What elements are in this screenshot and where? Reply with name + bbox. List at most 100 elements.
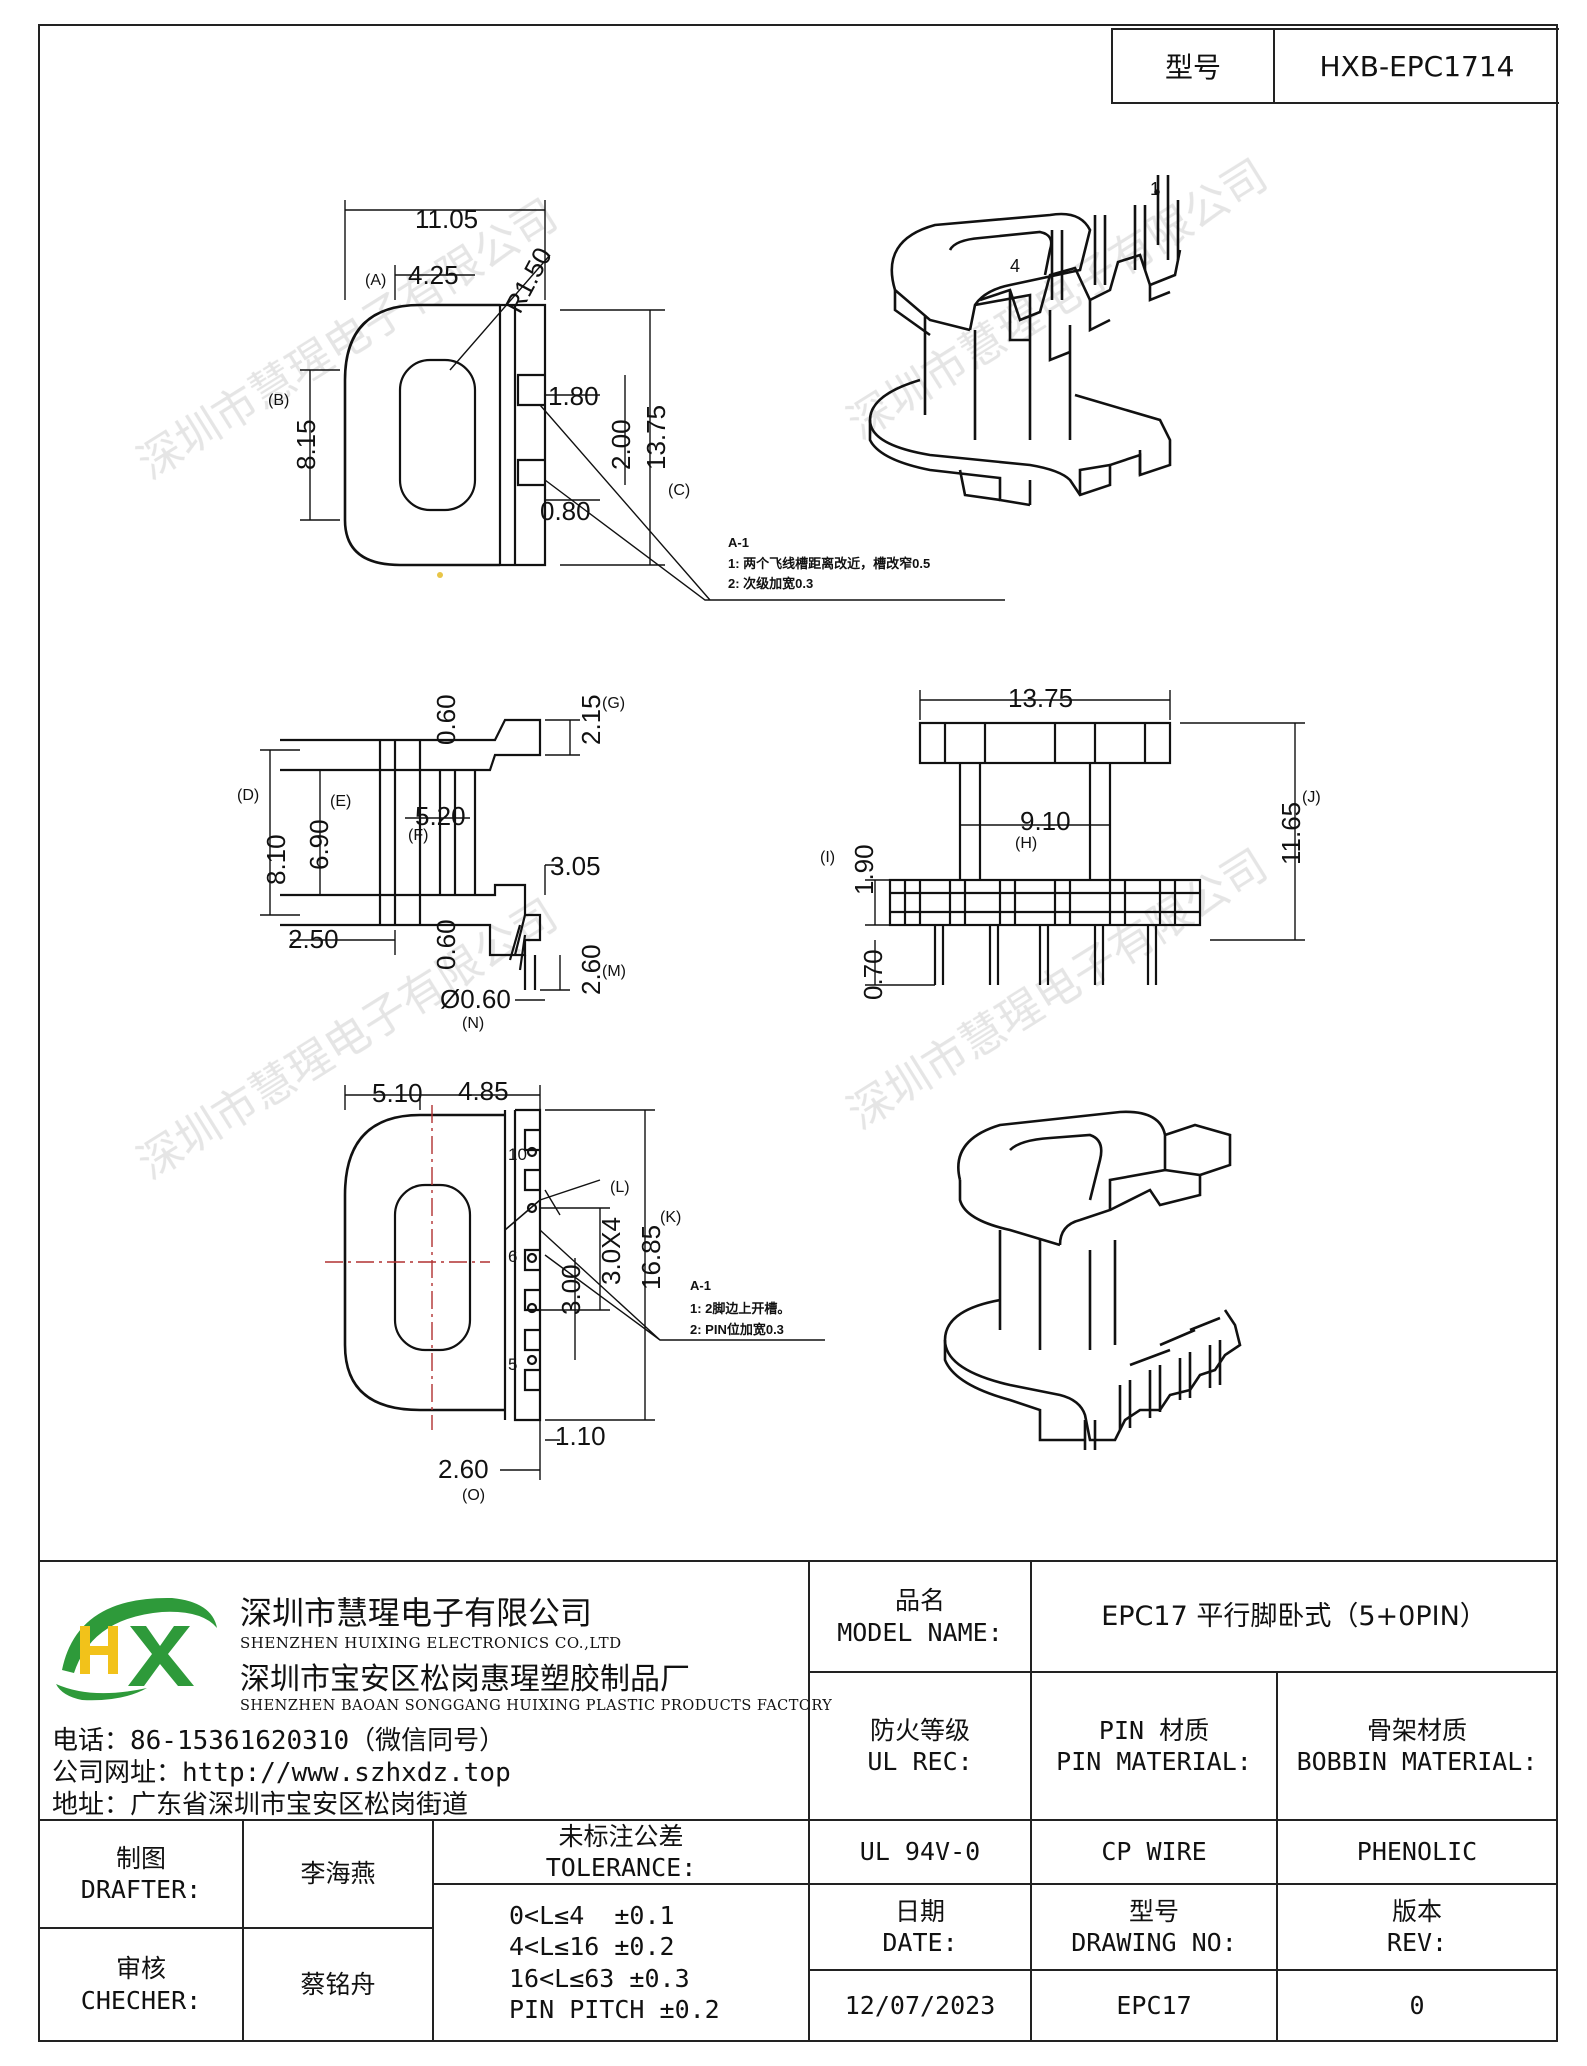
dim-13-75-front: 13.75	[1008, 683, 1073, 713]
dim-2-60-bottom: 2.60	[438, 1454, 489, 1484]
dim-6-90: 6.90	[304, 819, 334, 870]
dim-0-70: 0.70	[858, 949, 888, 1000]
dim-2-50: 2.50	[288, 924, 339, 954]
dim-13-75-top: 13.75	[641, 405, 671, 470]
tolerance-values: 0<L≤4 ±0.1 4<L≤16 ±0.2 16<L≤63 ±0.3 PIN …	[432, 1883, 810, 2042]
watermark-group: 深圳市慧瑆电子有限公司 深圳市慧瑆电子有限公司 深圳市慧瑆电子有限公司 深圳市慧…	[129, 150, 1275, 1188]
company-website: 公司网址：http://www.szhxdz.top	[52, 1758, 511, 1788]
model-name-value: EPC17 平行脚卧式（5+0PIN）	[1030, 1560, 1558, 1673]
bobbin-material-label-cn: 骨架材质	[1366, 1715, 1467, 1745]
dim-1-80: 1.80	[548, 381, 599, 411]
factory-name-cn: 深圳市宝安区松岗惠瑆塑胶制品厂	[240, 1662, 690, 1697]
date-value: 12/07/2023	[808, 1969, 1032, 2042]
company-phone: 电话：86-15361620310（微信同号）	[52, 1726, 506, 1756]
pin-material-label: PIN 材质 PIN MATERIAL:	[1030, 1671, 1278, 1821]
ref-o: (O)	[462, 1487, 485, 1504]
pin-label-10: 10	[508, 1145, 527, 1164]
ref-e: (E)	[330, 793, 351, 810]
note2-line2: 2: PIN位加宽0.3	[690, 1322, 784, 1337]
ref-j: (J)	[1302, 789, 1321, 806]
note1-line1: 1: 两个飞线槽距离改近，槽改窄0.5	[728, 556, 930, 571]
model-name-label-en: MODEL NAME:	[837, 1617, 1003, 1647]
factory-name-en: SHENZHEN BAOAN SONGGANG HUIXING PLASTIC …	[240, 1698, 833, 1714]
dim-11-65: 11.65	[1276, 802, 1306, 865]
note1-title: A-1	[728, 535, 749, 550]
top-view	[300, 200, 1005, 601]
ref-l: (L)	[610, 1179, 630, 1196]
date-label-cn: 日期	[894, 1896, 945, 1926]
tolerance-line-2: 4<L≤16 ±0.2	[509, 1932, 675, 1962]
rev-label: 版本 REV:	[1276, 1883, 1558, 1971]
technical-drawing: 深圳市慧瑆电子有限公司 深圳市慧瑆电子有限公司 深圳市慧瑆电子有限公司 深圳市慧…	[129, 150, 1321, 1504]
dim-3-0x4: 3.0X4	[596, 1217, 626, 1285]
ref-n: (N)	[462, 1015, 484, 1032]
date-label: 日期 DATE:	[808, 1883, 1032, 1971]
checker-label-cn: 审核	[115, 1954, 166, 1984]
watermark-text: 深圳市慧瑆电子有限公司	[129, 890, 565, 1188]
note2-line1: 1: 2脚边上开槽。	[690, 1301, 790, 1316]
bobbin-material-value: PHENOLIC	[1276, 1819, 1558, 1885]
ref-f: (F)	[408, 827, 428, 844]
dim-3-00: 3.00	[556, 1264, 586, 1315]
note2-title: A-1	[690, 1278, 711, 1293]
dim-8-10: 8.10	[261, 834, 291, 885]
dim-3-05: 3.05	[550, 851, 601, 881]
tolerance-label-en: TOLERANCE:	[545, 1853, 697, 1882]
pin-label-5: 5	[508, 1355, 517, 1374]
drawing-no-label-en: DRAWING NO:	[1071, 1928, 1237, 1957]
dim-4-25: 4.25	[408, 260, 459, 290]
iso-pin-label-4: 4	[1010, 256, 1020, 276]
bottom-view	[325, 1085, 825, 1480]
company-name-cn: 深圳市慧瑆电子有限公司	[240, 1594, 593, 1632]
checker-label-en: CHECHER:	[80, 1985, 202, 2015]
tolerance-label: 未标注公差 TOLERANCE:	[432, 1819, 810, 1885]
ref-m: (M)	[602, 963, 626, 980]
header-model-label: 型号	[1113, 30, 1275, 102]
ref-h: (H)	[1015, 835, 1037, 852]
dim-5-10: 5.10	[372, 1078, 423, 1108]
pin-label-6: 6	[508, 1247, 517, 1266]
tolerance-label-cn: 未标注公差	[558, 1821, 684, 1851]
ul-rec-label-en: UL REC:	[867, 1747, 973, 1776]
dim-11-05: 11.05	[415, 204, 478, 234]
checker-value: 蔡铭舟	[242, 1927, 434, 2042]
tolerance-line-4: PIN PITCH ±0.2	[509, 1994, 720, 2024]
drafter-value: 李海燕	[242, 1819, 434, 1929]
pin-material-label-en: PIN MATERIAL:	[1056, 1747, 1252, 1776]
tolerance-line-1: 0<L≤4 ±0.1	[509, 1901, 675, 1930]
dim-2-00: 2.00	[606, 419, 636, 470]
header-model-value: HXB-EPC1714	[1319, 49, 1515, 83]
model-name-label-cn: 品名	[894, 1586, 945, 1616]
dim-0-60-bottom: 0.60	[431, 919, 461, 970]
dim-16-85: 16.85	[636, 1225, 666, 1290]
dim-1-10: 1.10	[555, 1421, 606, 1451]
dim-0-60-top: 0.60	[431, 694, 461, 745]
dim-5-20: 5.20	[415, 801, 466, 831]
checker-label: 审核 CHECHER:	[38, 1927, 244, 2042]
ref-g: (G)	[602, 695, 625, 712]
ref-a: (A)	[365, 272, 386, 289]
drawing-labels: 11.05 4.25 R1.50 1.80 2.00 13.75 8.15 0.…	[237, 179, 1321, 1504]
iso-pin-label-1: 1	[1150, 179, 1160, 199]
ref-c: (C)	[668, 482, 690, 499]
dim-phi-0-60: Ø0.60	[440, 984, 511, 1014]
drawing-no-value: EPC17	[1030, 1969, 1278, 2042]
bobbin-material-label: 骨架材质 BOBBIN MATERIAL:	[1276, 1671, 1558, 1821]
ul-rec-label: 防火等级 UL REC:	[808, 1671, 1032, 1821]
header-model-box: 型号 HXB-EPC1714	[1111, 28, 1559, 104]
ref-k: (K)	[660, 1209, 681, 1226]
dim-9-10: 9.10	[1020, 806, 1071, 836]
ul-rec-value: UL 94V-0	[808, 1819, 1032, 1885]
dim-4-85: 4.85	[458, 1076, 509, 1106]
ref-i: (I)	[820, 849, 835, 866]
company-logo-icon	[56, 1597, 217, 1701]
pin-material-value: CP WIRE	[1030, 1819, 1278, 1885]
dim-2-15: 2.15	[576, 694, 606, 745]
rev-label-en: REV:	[1386, 1928, 1448, 1957]
dim-8-15: 8.15	[291, 419, 321, 470]
rev-label-cn: 版本	[1391, 1896, 1442, 1926]
model-name-label: 品名 MODEL NAME:	[808, 1560, 1032, 1673]
tolerance-line-3: 16<L≤63 ±0.3	[509, 1963, 690, 1993]
drawing-no-label-cn: 型号	[1128, 1896, 1179, 1926]
drafter-label-cn: 制图	[115, 1843, 166, 1873]
